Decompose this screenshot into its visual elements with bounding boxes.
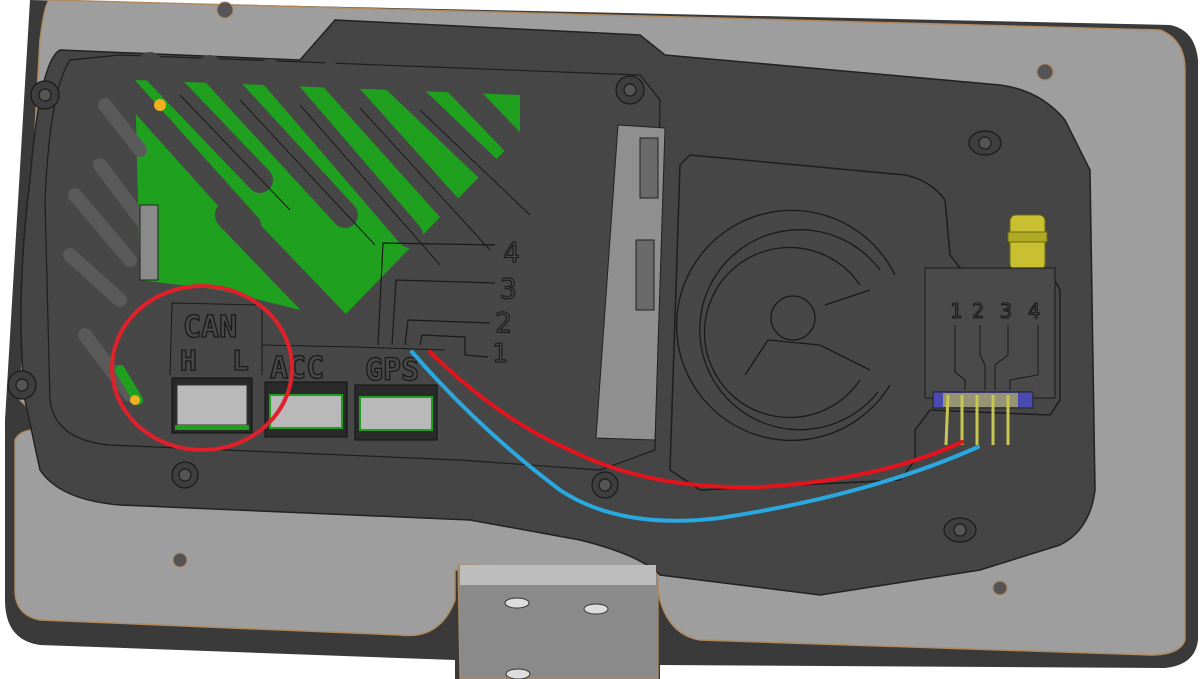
mounting-bracket <box>457 564 659 679</box>
lid-traces <box>377 242 496 358</box>
side-module-latches <box>635 137 659 311</box>
header-traces <box>954 325 1039 390</box>
side-module <box>595 124 666 441</box>
trace-number-4: 4 <box>503 236 520 269</box>
label-can-l: L <box>232 344 249 377</box>
yellow-marker-top <box>154 99 166 111</box>
header-module <box>924 267 1056 399</box>
header-numbers: 1 2 3 4 <box>949 298 1040 323</box>
connector-gps <box>354 384 438 441</box>
trace-number-3: 3 <box>500 272 517 305</box>
vent-slots <box>109 52 542 355</box>
wire-blue <box>410 350 980 523</box>
connector-label-frames <box>169 302 446 376</box>
pcb-header-strip <box>139 204 159 281</box>
header-number-2: 2 <box>972 299 984 323</box>
header-number-4: 4 <box>1028 299 1040 323</box>
yellow-marker-bottom <box>130 395 140 405</box>
header-pin-bases <box>943 393 1018 407</box>
plate-holes <box>172 1 1054 596</box>
label-acc: ACC <box>270 351 324 386</box>
trace-number-1: 1 <box>492 339 508 369</box>
header-number-3: 3 <box>1000 299 1012 323</box>
trace-number-2: 2 <box>495 306 512 339</box>
connector-can <box>171 377 253 434</box>
label-can-h: H <box>180 344 197 377</box>
trace-numbers: 4 3 2 1 <box>491 235 520 369</box>
circular-emboss <box>675 209 896 442</box>
antenna-connector <box>1007 214 1048 271</box>
label-gps: GPS <box>365 353 419 388</box>
highlight-circle-can <box>110 284 294 452</box>
label-can: CAN <box>183 310 237 345</box>
header-number-1: 1 <box>950 299 962 323</box>
screw-bosses <box>7 75 1002 543</box>
vent-slot-outlines <box>179 94 531 266</box>
wire-red <box>428 350 964 490</box>
side-vent-slots <box>63 98 152 402</box>
